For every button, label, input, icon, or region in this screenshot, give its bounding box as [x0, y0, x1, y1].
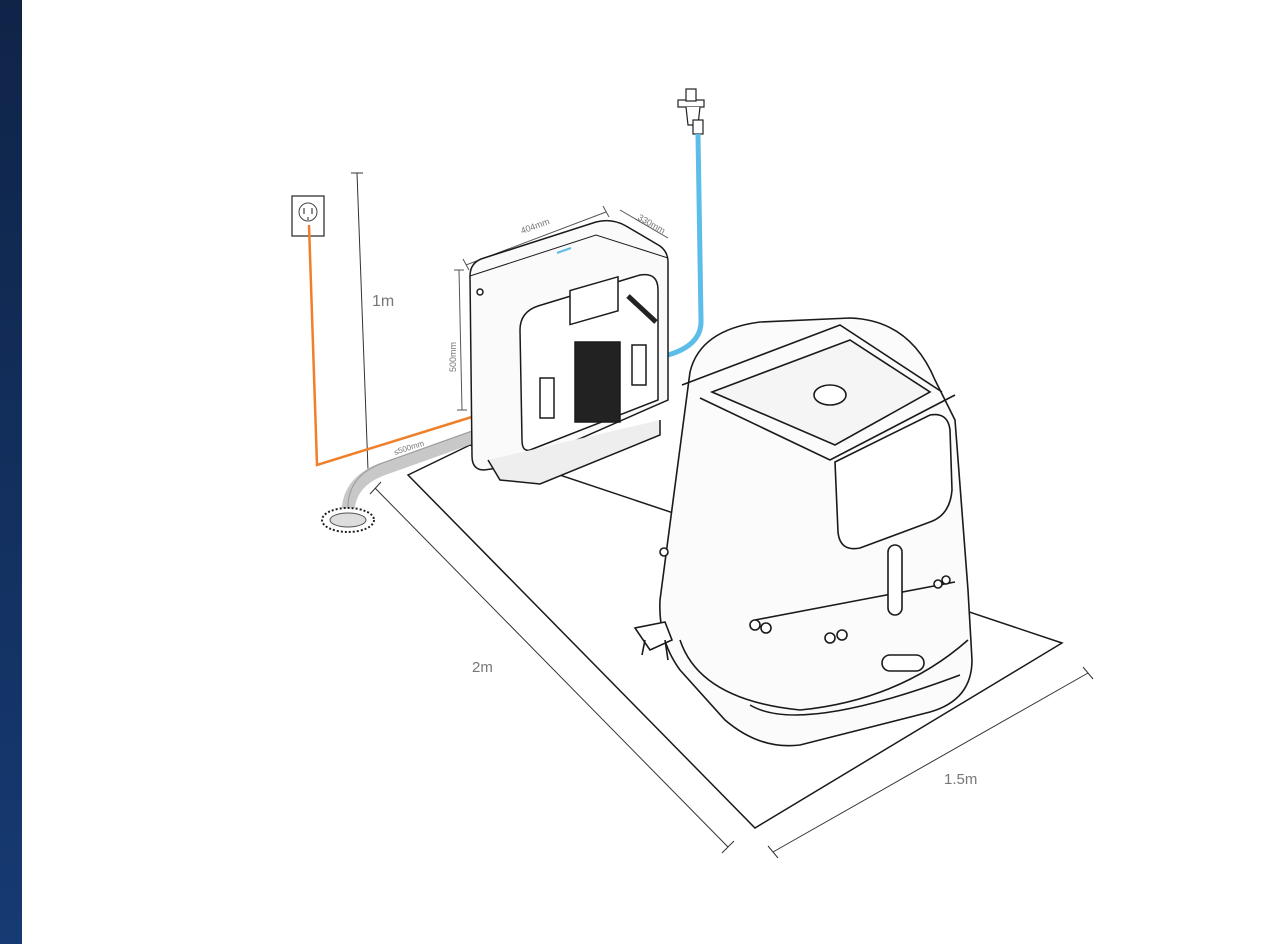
- station-indicator-light: [556, 247, 572, 254]
- station-height-dimension: [454, 269, 467, 411]
- floor-drain-icon: [321, 507, 375, 533]
- station-depth-label: 330mm: [636, 212, 667, 236]
- diagram-panel: [22, 0, 1279, 944]
- dimension-1m-label: 1m: [372, 293, 394, 310]
- station-depth-dimension: [619, 209, 669, 239]
- water-tap-icon: [677, 88, 705, 135]
- water-hose: [667, 133, 704, 358]
- cleaning-robot: [633, 317, 973, 747]
- dimension-2m-label: 2m: [472, 659, 493, 676]
- power-cable: [307, 224, 496, 467]
- dimension-1-5m-label: 1.5m: [944, 771, 977, 788]
- docking-station: [469, 219, 669, 485]
- station-height-label: 500mm: [448, 342, 458, 372]
- dimension-2m-line: [369, 481, 735, 854]
- station-width-label: 404mm: [519, 216, 551, 236]
- dimension-1-5m-line: [767, 666, 1094, 859]
- dimension-1m-line: [351, 172, 369, 471]
- floor-area-outline: [406, 444, 1064, 829]
